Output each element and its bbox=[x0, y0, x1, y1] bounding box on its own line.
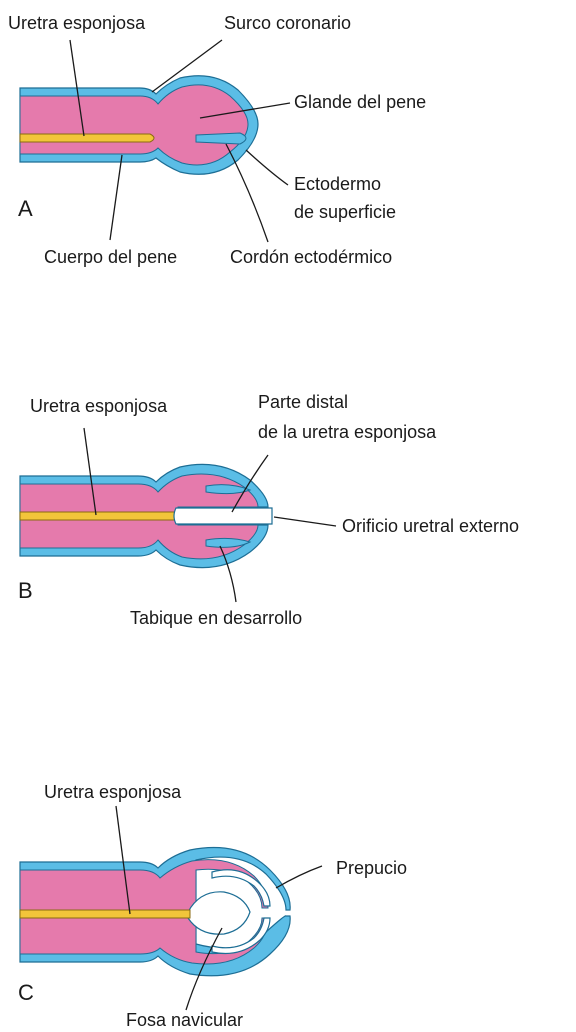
panel-letter-b: B bbox=[18, 578, 33, 603]
leader-c-prepucio bbox=[276, 866, 322, 888]
panel-b: Uretra esponjosa Parte distal de la uret… bbox=[18, 392, 519, 628]
leader-b-orificio bbox=[274, 517, 336, 526]
panel-a-urethra bbox=[20, 134, 154, 142]
label-a-uretra: Uretra esponjosa bbox=[8, 13, 146, 33]
label-b-parte-line2: de la uretra esponjosa bbox=[258, 422, 437, 442]
label-a-glande: Glande del pene bbox=[294, 92, 426, 112]
panel-a-ectodermal-cord bbox=[196, 133, 246, 144]
label-a-cuerpo: Cuerpo del pene bbox=[44, 247, 177, 267]
label-b-parte-line1: Parte distal bbox=[258, 392, 348, 412]
leader-a-cuerpo bbox=[110, 155, 122, 240]
label-c-fosa: Fosa navicular bbox=[126, 1010, 243, 1030]
leader-a-ectodermo bbox=[246, 150, 288, 185]
label-b-uretra: Uretra esponjosa bbox=[30, 396, 168, 416]
label-a-ectodermo-line1: Ectodermo bbox=[294, 174, 381, 194]
label-b-orificio: Orificio uretral externo bbox=[342, 516, 519, 536]
panel-a: Uretra esponjosa Surco coronario Glande … bbox=[8, 13, 426, 267]
label-a-surco: Surco coronario bbox=[224, 13, 351, 33]
panel-c: Uretra esponjosa Prepucio Fosa navicular… bbox=[18, 782, 407, 1030]
panel-b-urethra bbox=[20, 512, 176, 520]
panel-c-urethra bbox=[20, 910, 190, 918]
label-b-tabique: Tabique en desarrollo bbox=[130, 608, 302, 628]
label-a-ectodermo-line2: de superficie bbox=[294, 202, 396, 222]
panel-b-distal-urethra bbox=[174, 508, 272, 524]
label-c-prepucio: Prepucio bbox=[336, 858, 407, 878]
label-c-uretra: Uretra esponjosa bbox=[44, 782, 182, 802]
panel-letter-c: C bbox=[18, 980, 34, 1005]
panel-letter-a: A bbox=[18, 196, 33, 221]
label-a-cordon: Cordón ectodérmico bbox=[230, 247, 392, 267]
panel-a-mesenchyme bbox=[20, 85, 248, 165]
panel-c-navicular-fossa bbox=[188, 892, 250, 934]
